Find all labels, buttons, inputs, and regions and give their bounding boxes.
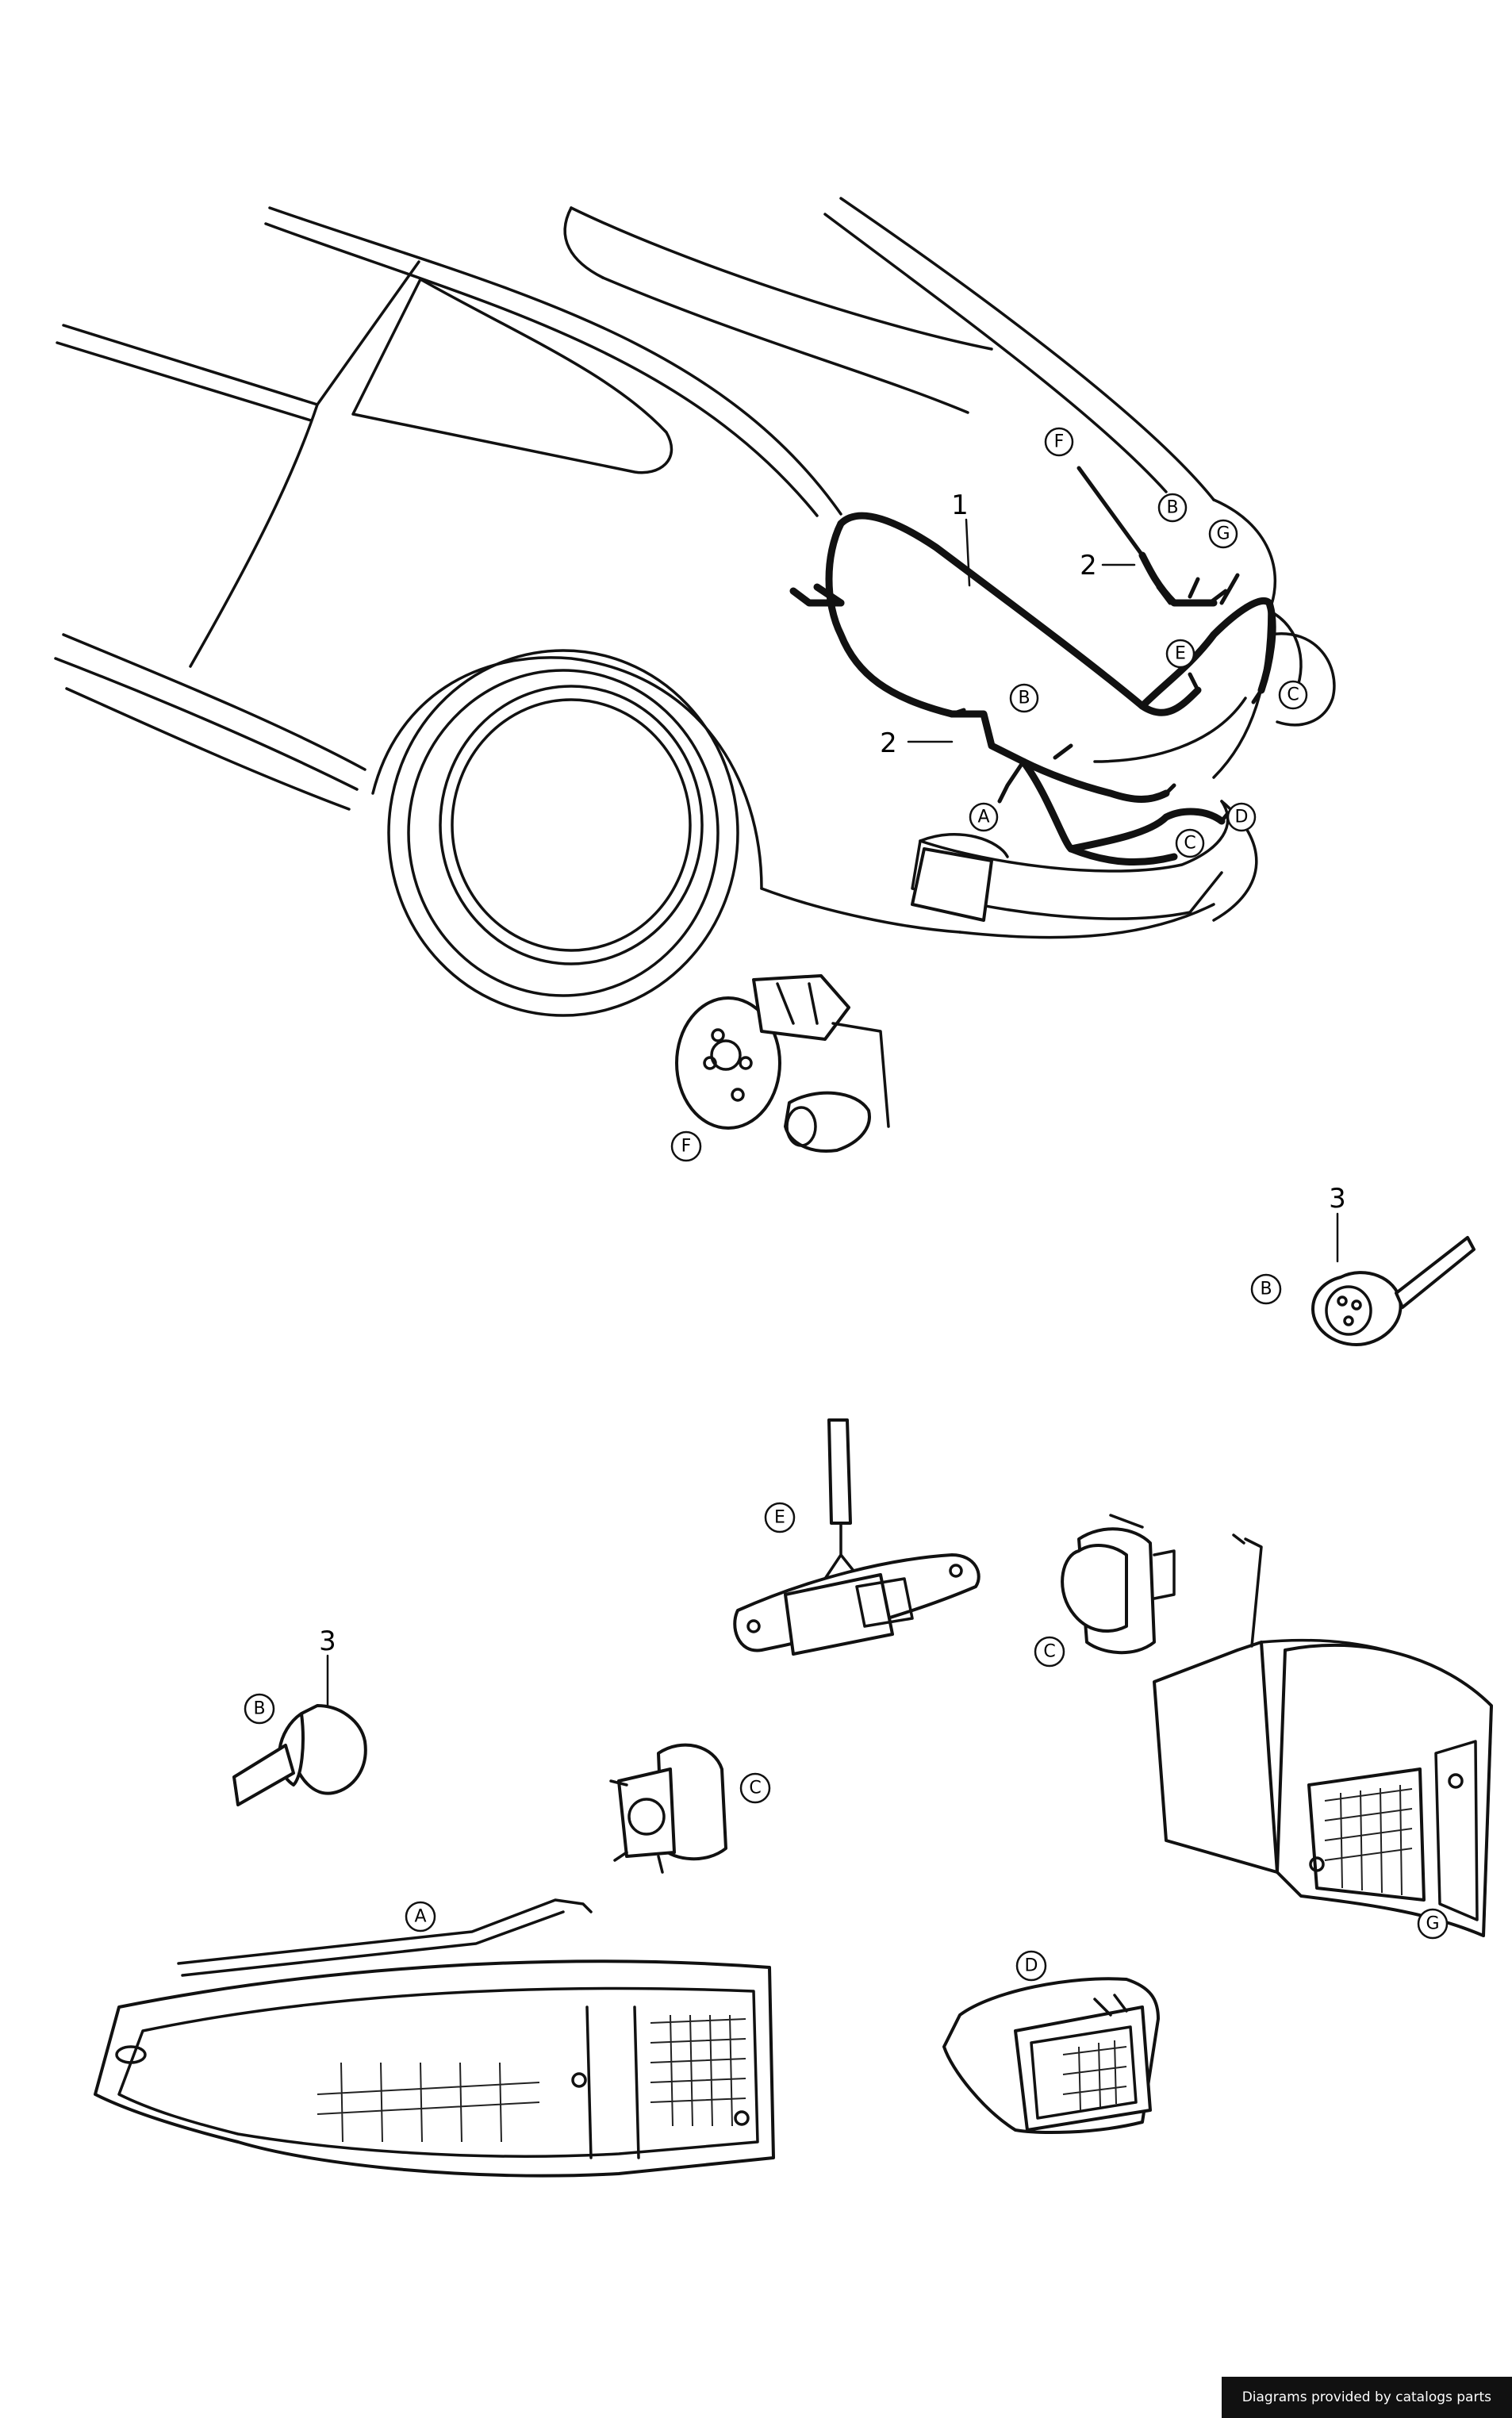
svg-text:E: E	[1175, 644, 1186, 664]
marker-b-harness-lower: B	[1009, 683, 1039, 713]
marker-e-harness: E	[1165, 639, 1195, 669]
marker-c-harness-right: C	[1278, 680, 1308, 710]
reverse-lamp-d	[942, 1977, 1160, 2134]
svg-text:D: D	[1235, 808, 1249, 827]
marker-b-harness-upper: B	[1157, 493, 1188, 523]
marker-f-sender: F	[670, 1130, 702, 1162]
credit-banner: Diagrams provided by catalogs parts	[1221, 2377, 1512, 2418]
callout-3-right: 3	[1329, 1183, 1346, 1215]
marker-e-lamp: E	[764, 1502, 796, 1533]
rear-wheel	[387, 649, 739, 1017]
marker-b-grommet-right: B	[1250, 1273, 1282, 1305]
svg-text:E: E	[774, 1508, 785, 1528]
marker-g-harness: G	[1208, 519, 1238, 549]
callout-numbers: 1 2 2 3 3	[319, 489, 1346, 1657]
license-plate-lamp	[733, 1418, 980, 1656]
bulb-holder-c-upper	[1061, 1514, 1176, 1655]
letter-markers: F B G E C B A D	[244, 427, 1449, 1982]
svg-text:D: D	[1025, 1956, 1038, 1976]
marker-g-lamp: G	[1417, 1908, 1449, 1940]
callout-2-lower: 2	[880, 727, 897, 759]
marker-c-harness-left: C	[1175, 828, 1205, 858]
credit-text: Diagrams provided by catalogs parts	[1241, 2389, 1491, 2405]
callout-2-upper: 2	[1080, 550, 1097, 581]
svg-text:F: F	[681, 1137, 692, 1157]
car-body	[54, 197, 1303, 939]
tail-lamp-a	[94, 1898, 775, 2178]
bulb-holder-c-lower	[609, 1743, 727, 1874]
marker-c-holder-lower: C	[739, 1772, 771, 1804]
callout-1: 1	[951, 489, 969, 521]
svg-text:B: B	[253, 1699, 265, 1719]
marker-f-harness: F	[1044, 427, 1074, 457]
svg-text:C: C	[1043, 1642, 1055, 1662]
svg-text:C: C	[1184, 834, 1195, 854]
svg-text:A: A	[977, 808, 989, 827]
marker-a-harness: A	[969, 802, 999, 832]
callout-3-left: 3	[319, 1625, 336, 1657]
svg-text:C: C	[1287, 685, 1299, 705]
svg-text:G: G	[1216, 524, 1230, 544]
svg-text:B: B	[1260, 1280, 1272, 1299]
wiring-harness	[789, 466, 1276, 866]
marker-d-harness: D	[1226, 802, 1257, 832]
grommet-b-right	[1311, 1236, 1476, 1346]
marker-a-lamp: A	[405, 1901, 436, 1932]
svg-text:B: B	[1166, 498, 1178, 518]
marker-d-lamp: D	[1015, 1950, 1047, 1982]
svg-text:G: G	[1426, 1914, 1439, 1934]
svg-text:C: C	[749, 1779, 761, 1798]
fuel-level-sender	[675, 974, 890, 1153]
svg-text:F: F	[1054, 432, 1065, 452]
marker-c-holder-upper: C	[1034, 1636, 1065, 1668]
svg-text:A: A	[414, 1907, 426, 1927]
svg-text:B: B	[1018, 689, 1030, 708]
grommet-b-left	[232, 1704, 367, 1806]
callout-leaders	[326, 518, 1339, 1707]
tail-lamp-g	[1153, 1533, 1493, 1937]
marker-b-grommet-left: B	[244, 1693, 275, 1725]
